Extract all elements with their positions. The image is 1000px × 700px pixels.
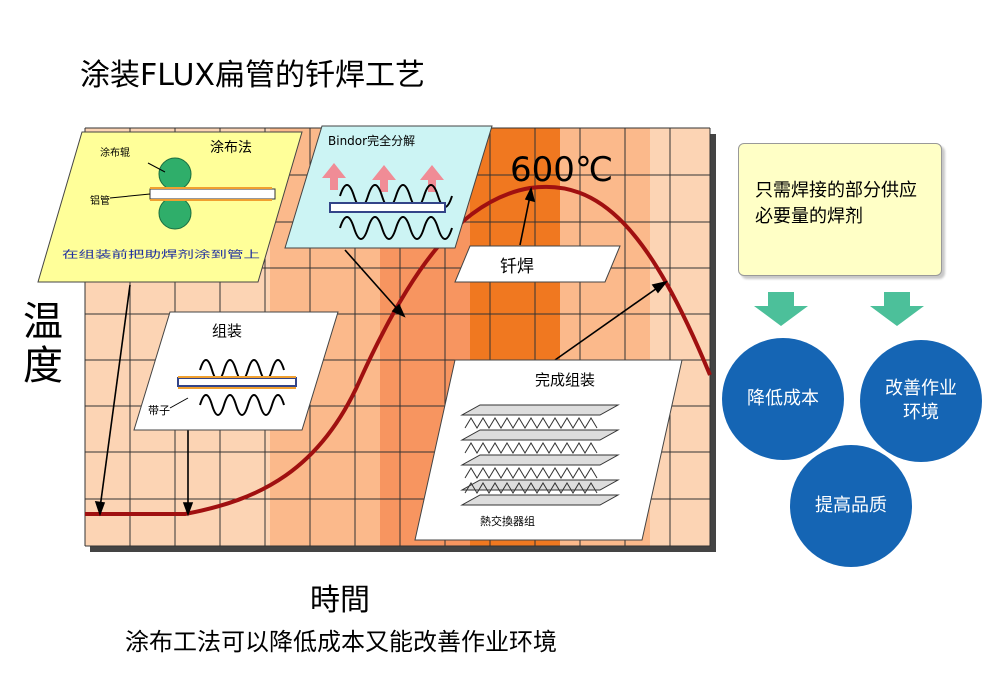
pointer-arrows [94,186,669,517]
y-axis-label: 温度 [23,299,63,389]
assembly-panel [133,311,339,431]
binder-panel-title: Bindor完全分解 [328,133,415,148]
binder-panel [284,125,493,249]
assembly-title: 组装 [212,322,242,340]
coating-roller-top [158,157,192,191]
benefit-circle-environment: 改善作业环境 [860,340,982,462]
down-arrow-left-icon [754,292,808,326]
roller-label: 涂布辊 [100,146,130,159]
strip-label: 带子 [148,404,170,417]
coating-panel [37,131,303,283]
benefit-arrows [754,292,924,326]
heat-exchanger-label: 熱交換器组 [480,514,535,528]
heat-arrow-1 [322,163,346,190]
benefit-circle-quality: 提高品质 [790,445,912,567]
flux-supply-note: 只需焊接的部分供应必要量的焊剂 [738,143,942,276]
heat-arrow-2 [372,165,396,192]
completed-assembly-panel [414,359,683,541]
aluminum-tube [149,188,276,200]
benefit-circle-cost: 降低成本 [722,338,844,460]
peak-temperature-label: 600℃ [510,150,614,190]
tube-label: 铝管 [90,194,110,207]
down-arrow-right-icon [870,292,924,326]
brazing-label: 钎焊 [500,257,534,277]
brazing-panel [454,245,621,283]
benefit-circle-environment-label: 改善作业环境 [885,378,957,423]
completed-assembly-title: 完成组装 [535,371,595,389]
coating-roller-bottom [158,196,192,230]
coating-panel-title: 涂布法 [210,140,252,156]
coating-note: 在组装前把助焊剂涂到管上 [62,248,260,261]
heat-arrow-3 [420,165,444,192]
caption: 涂布工法可以降低成本又能改善作业环境 [125,628,557,656]
x-axis-label: 時間 [310,583,370,618]
page-title: 涂装FLUX扁管的钎焊工艺 [80,58,425,93]
